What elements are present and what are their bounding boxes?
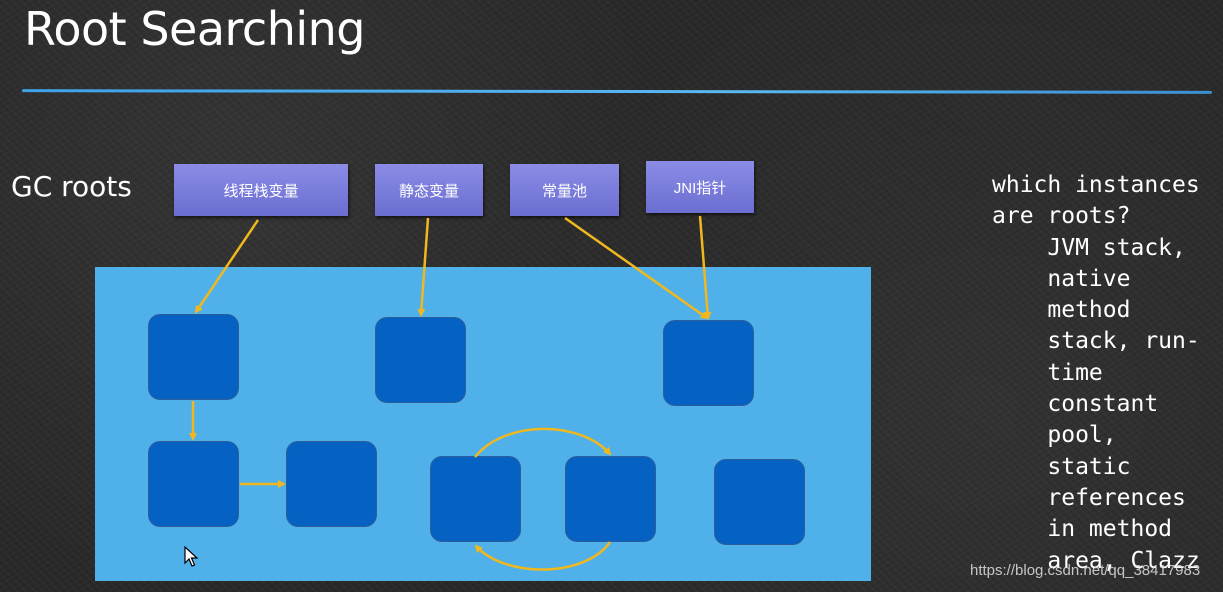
slide-title: Root Searching [24,2,366,56]
object-node-7 [565,456,656,542]
arrow-cycle-bottom [474,541,612,571]
object-node-4 [148,441,239,527]
arrow-thread-stack-to-node [194,219,260,314]
notes-body: JVM stack, native method stack, run- tim… [1047,234,1200,574]
object-node-5 [286,441,377,527]
root-jni-pointer: JNI指针 [646,161,754,213]
root-thread-stack: 线程栈变量 [174,164,348,216]
arrow-cycle-top [474,427,612,458]
mouse-pointer-icon [184,546,199,567]
object-node-1 [148,314,239,400]
arrow-constant-pool-to-node [564,216,709,320]
arrow-jni-to-node [698,215,712,320]
object-node-6 [430,456,521,542]
object-node-8 [714,459,805,545]
object-node-2 [375,317,466,403]
roots-notes: which instances are roots? JVM stack, na… [992,170,1220,577]
gc-roots-label: GC roots [11,170,132,203]
root-static-vars: 静态变量 [375,164,483,216]
object-node-3 [663,320,754,406]
watermark-url: https://blog.csdn.net/qq_38417983 [970,562,1201,579]
arrow-static-vars-to-node [417,217,430,317]
root-constant-pool: 常量池 [510,164,619,216]
notes-heading: which instances are roots? [992,172,1200,230]
